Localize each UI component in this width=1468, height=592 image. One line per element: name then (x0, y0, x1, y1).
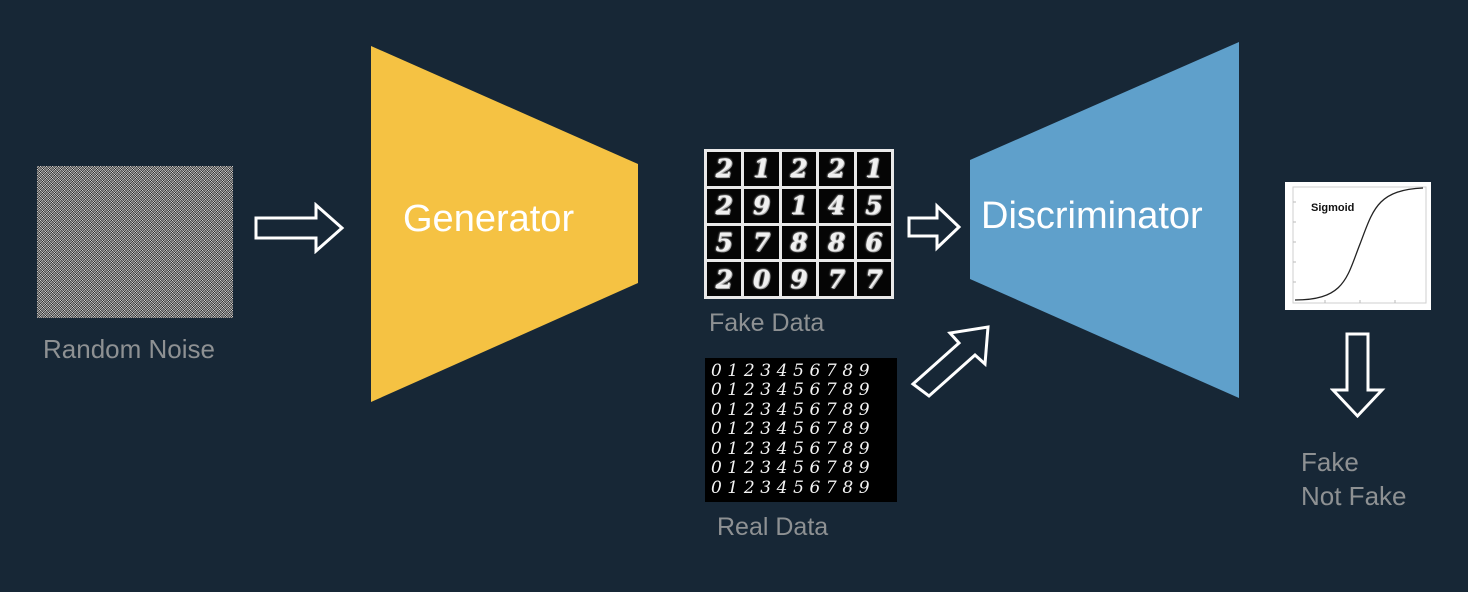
real-digit-row: 0123456789 (711, 380, 876, 401)
generator-block (371, 46, 638, 402)
sigmoid-label: Sigmoid (1311, 202, 1355, 214)
right-arrow-icon (254, 202, 345, 254)
real-digit-row: 0123456789 (711, 458, 876, 479)
fake-digit-cell: 1 (744, 152, 779, 186)
real-digit-row: 0123456789 (711, 438, 876, 459)
fake-digit-cell: 9 (744, 188, 779, 223)
fake-data-label: Fake Data (709, 309, 825, 337)
real-digit-row: 0123456789 (711, 361, 876, 381)
fake-digit-cell: 0 (744, 262, 779, 296)
fake-digit-cell: 7 (744, 225, 779, 260)
sigmoid-curve-icon (1292, 186, 1427, 304)
fake-digit-cell: 8 (819, 225, 854, 260)
random-noise-label: Random Noise (43, 334, 215, 364)
fake-digit-cell: 5 (856, 188, 891, 223)
diagonal-arrow-icon (910, 325, 990, 398)
real-digit-row: 0123456789 (711, 477, 876, 498)
fake-digit-cell: 6 (856, 225, 891, 260)
fake-digit-cell: 9 (781, 262, 817, 296)
discriminator-title: Discriminator (981, 195, 1203, 237)
output-fake-label: Fake (1301, 447, 1359, 477)
real-data-label: Real Data (717, 513, 829, 541)
fake-digit-cell: 8 (781, 225, 817, 260)
fake-digit-cell: 2 (707, 152, 742, 186)
fake-digit-cell: 2 (707, 262, 742, 296)
fake-digit-cell: 4 (819, 188, 854, 223)
right-arrow-icon (907, 202, 962, 252)
real-digit-row: 0123456789 (711, 419, 876, 440)
fake-digit-cell: 5 (707, 225, 742, 260)
fake-digit-cell: 1 (781, 188, 817, 223)
fake-digit-cell: 1 (856, 152, 891, 186)
down-arrow-icon (1330, 332, 1386, 419)
fake-digit-cell: 2 (819, 152, 854, 186)
sigmoid-plot: Sigmoid (1285, 182, 1431, 310)
random-noise-image (37, 166, 233, 318)
real-digit-row: 0123456789 (711, 399, 876, 420)
output-not-fake-label: Not Fake (1301, 481, 1407, 511)
fake-digit-cell: 7 (856, 262, 891, 296)
fake-digit-cell: 2 (781, 152, 817, 186)
discriminator-block (970, 42, 1239, 398)
fake-digit-cell: 2 (707, 188, 742, 223)
generator-title: Generator (403, 198, 575, 240)
fake-digit-cell: 7 (819, 262, 854, 296)
